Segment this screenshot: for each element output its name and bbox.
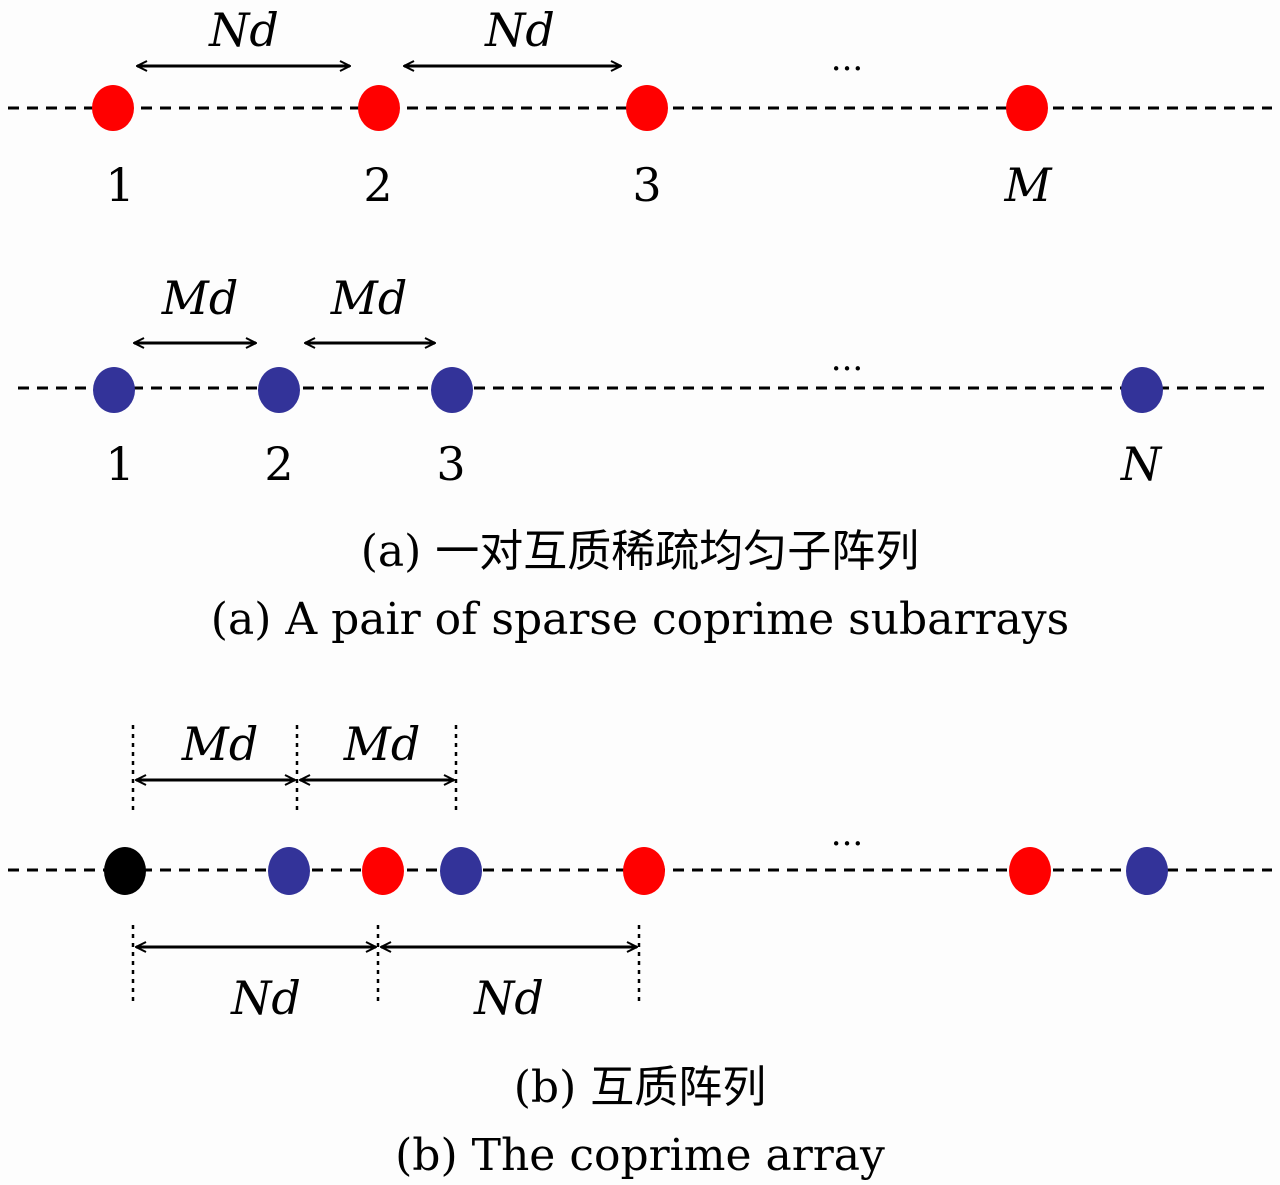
element-label: 1 [105,158,134,212]
array-element-blue [1121,367,1163,413]
array-element-reference [104,847,146,895]
spacing-label: Md [161,271,239,325]
ellipsis: ... [831,339,863,379]
array-element-red [362,847,404,895]
array-element-blue [258,367,300,413]
caption-b-english: (b) The coprime array [395,1130,885,1181]
caption-a-chinese: (a) 一对互质稀疏均匀子阵列 [361,526,920,577]
array-element-red [1009,847,1051,895]
spacing-label: Md [330,271,408,325]
element-label: 1 [105,437,134,491]
array-element-red [92,85,134,131]
spacing-label: Nd [230,971,301,1025]
element-label: N [1120,437,1163,491]
spacing-label: Md [181,717,259,771]
array-element-red [626,85,668,131]
array-element-blue [268,847,310,895]
array-element-blue [431,367,473,413]
array-element-red [623,847,665,895]
element-label: 3 [632,158,661,212]
spacing-label: Md [343,717,421,771]
array-element-blue [93,367,135,413]
caption-a-english: (a) A pair of sparse coprime subarrays [211,594,1069,645]
array-element-red [1006,85,1048,131]
element-label: 3 [436,437,465,491]
panel-a-row1: Nd Nd ... 1 2 3 M [8,3,1272,212]
caption-b-chinese: (b) 互质阵列 [514,1062,766,1113]
array-element-blue [1126,847,1168,895]
panel-b: Md Md ... Nd Nd [8,717,1272,1025]
panel-a-row2: Md Md ... 1 2 3 N [18,271,1272,491]
element-label: 2 [363,158,392,212]
ellipsis: ... [831,814,863,854]
element-label: M [1003,158,1053,212]
ellipsis: ... [831,39,863,79]
spacing-label: Nd [484,3,555,57]
element-label: 2 [264,437,293,491]
spacing-label: Nd [473,971,544,1025]
array-element-red [358,85,400,131]
spacing-label: Nd [208,3,279,57]
array-element-blue [440,847,482,895]
